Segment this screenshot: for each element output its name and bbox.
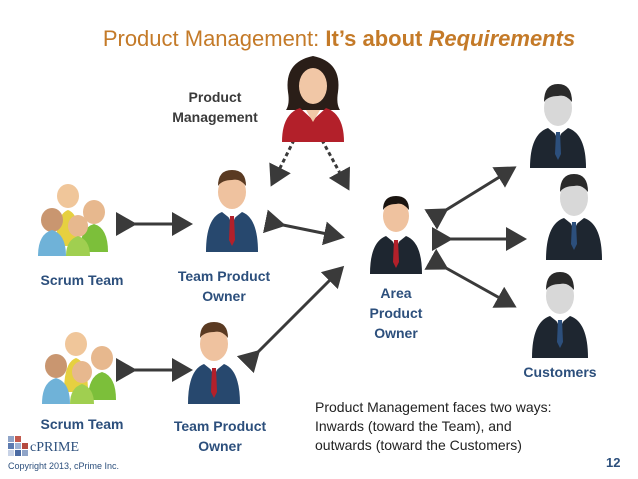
scrum-team-top-icon bbox=[38, 184, 108, 256]
team-po-top-icon bbox=[206, 170, 258, 252]
customer-3-icon bbox=[532, 272, 588, 358]
arrow-area-to-customer-1 bbox=[424, 166, 517, 230]
arrow-tpo-bottom-to-area bbox=[236, 265, 345, 374]
logo-grid-icon bbox=[8, 436, 28, 456]
area-po-label: Area Product Owner bbox=[369, 285, 423, 341]
arrow-tpo-top-to-area bbox=[262, 209, 345, 246]
customers-label: Customers bbox=[523, 364, 597, 380]
team-po-top-label: Team Product Owner bbox=[177, 268, 271, 304]
area-po-icon bbox=[370, 196, 422, 274]
product-management-label: Product Management bbox=[172, 89, 258, 125]
scrum-team-bottom-icon bbox=[42, 332, 116, 404]
product-management-woman-icon bbox=[282, 56, 344, 142]
scrum-team-bottom-label: Scrum Team bbox=[40, 416, 124, 432]
scrum-team-top-label: Scrum Team bbox=[40, 272, 124, 288]
arrow-area-to-customer-3 bbox=[424, 248, 517, 308]
slide-title: Product Management: It’s about Requireme… bbox=[102, 26, 576, 51]
page-number: 12 bbox=[606, 455, 621, 470]
explanation-note: Product Management faces two ways: Inwar… bbox=[315, 399, 552, 453]
team-po-bottom-label: Team Product Owner bbox=[173, 418, 267, 454]
copyright-text: Copyright 2013, cPrime Inc. bbox=[8, 461, 120, 471]
customer-2-icon bbox=[546, 174, 602, 260]
dotted-arrow-pm-to-tpo bbox=[269, 139, 296, 187]
customer-1-icon bbox=[530, 84, 586, 168]
dotted-arrow-pm-to-area bbox=[320, 139, 350, 191]
logo-text: cPRIME bbox=[30, 440, 79, 455]
team-po-bottom-icon bbox=[188, 322, 240, 404]
cprime-logo: cPRIME bbox=[8, 432, 128, 472]
